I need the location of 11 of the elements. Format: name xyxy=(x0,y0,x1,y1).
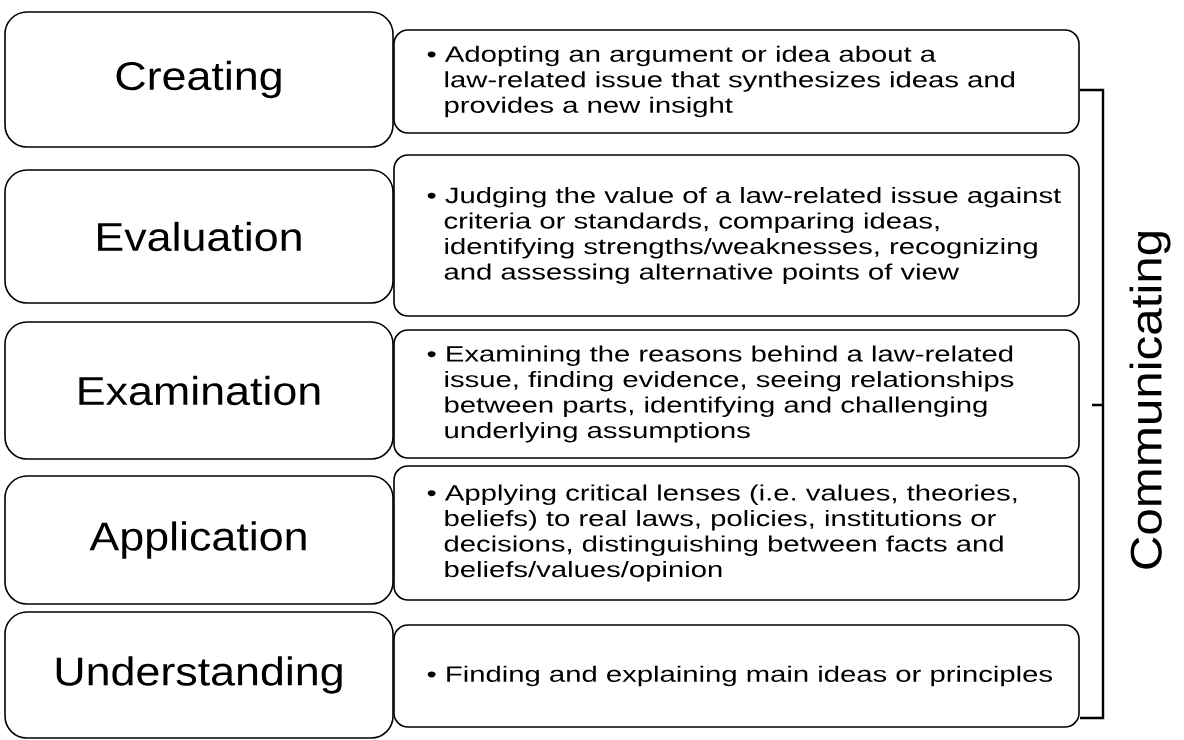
level-box: Understanding xyxy=(4,611,394,739)
level-box: Creating xyxy=(4,11,394,148)
level-box: Evaluation xyxy=(4,169,394,304)
level-box: Examination xyxy=(4,321,394,460)
description-box: • Examining the reasons behind a law-related issue, finding evidence, seeing relationships between parts, identifying and challenging underlying assumptions xyxy=(393,329,1080,459)
description-box: • Finding and explaining main ideas or principles xyxy=(393,624,1080,728)
description-box: • Adopting an argument or idea about a law-related issue that synthesizes ideas and provides a new insight xyxy=(393,29,1080,134)
level-box: Application xyxy=(4,475,394,605)
description-box: • Applying critical lenses (i.e. values, theories, beliefs) to real laws, policies, institutions or decisions, distinguishing between facts and beliefs/values/opinion xyxy=(393,465,1080,601)
bracket-label: Communicating xyxy=(1129,232,1171,569)
description-box: • Judging the value of a law-related issue against criteria or standards, comparing ideas, identifying strengths/weaknesses, recognizing and assessing alternative points of view xyxy=(393,154,1080,317)
